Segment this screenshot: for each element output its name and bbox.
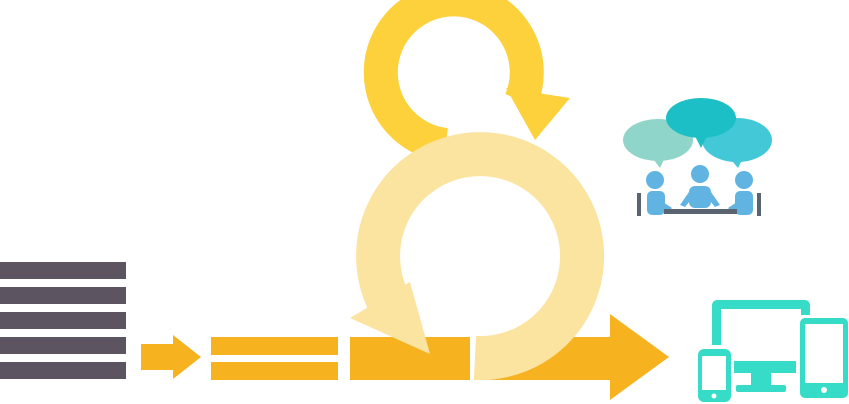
daily-loop-arrowhead <box>506 88 570 140</box>
backlog-bar <box>0 312 126 329</box>
monitor-icon <box>712 300 810 392</box>
phone-icon <box>694 345 734 404</box>
backlog-bar <box>0 337 126 354</box>
chair-left <box>637 193 641 216</box>
daily-loop-ring <box>363 0 544 162</box>
person-right <box>728 171 753 215</box>
meeting-desk <box>664 209 737 214</box>
person-center <box>680 165 720 208</box>
sprint-backlog-bar <box>211 362 338 380</box>
sprint-loop-arrow-icon <box>350 132 605 381</box>
sprint-loop-arrowhead <box>350 282 430 354</box>
team-discussion-icon <box>623 98 772 216</box>
sprint-loop-ring <box>356 132 605 381</box>
small-arrow-icon <box>141 335 201 379</box>
backlog-bar <box>0 362 126 379</box>
sprint-backlog-bar <box>211 337 338 355</box>
daily-loop-arrow-icon <box>363 0 570 162</box>
stacked-bars-icon <box>0 262 126 379</box>
speech-bubble-center <box>666 98 736 148</box>
big-arrow-icon <box>478 314 669 400</box>
chair-right <box>757 193 761 216</box>
backlog-bar <box>0 262 126 279</box>
double-bars-icon <box>211 337 338 380</box>
backlog-bar <box>0 287 126 304</box>
devices-icon <box>694 300 849 404</box>
person-left <box>646 171 672 215</box>
tablet-icon <box>796 315 849 401</box>
